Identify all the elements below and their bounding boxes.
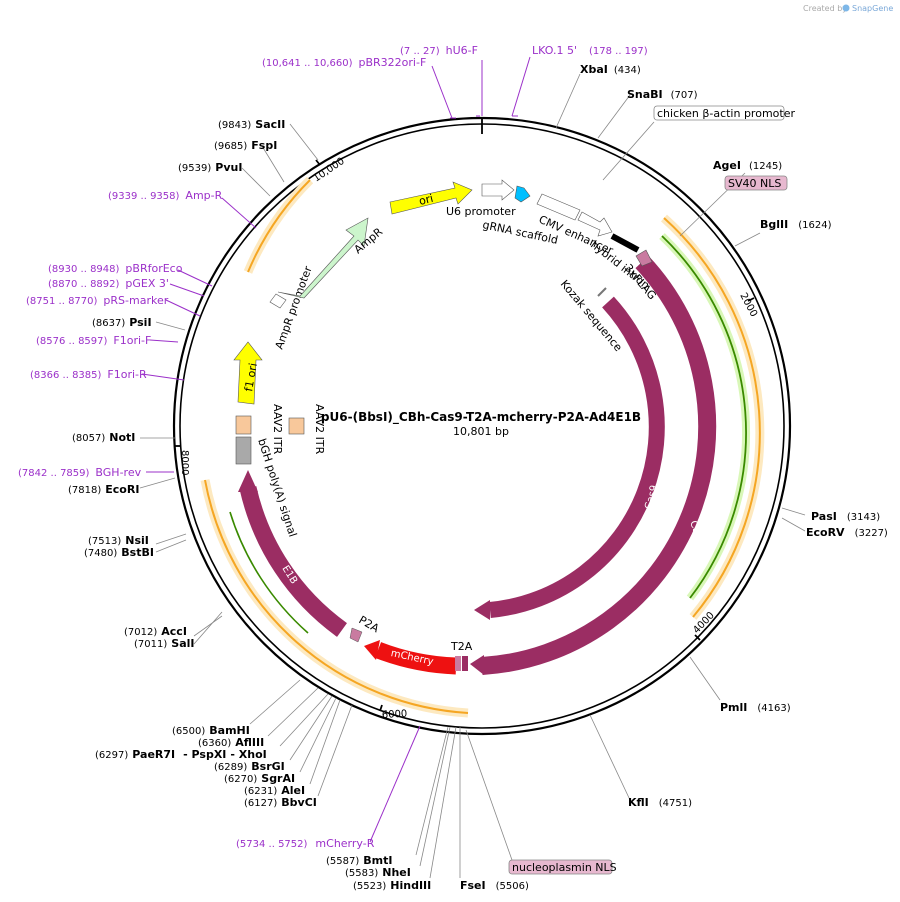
- tick-marks: [174, 118, 755, 712]
- p2a-feature: P2A: [349, 613, 382, 643]
- primer-bgh-rev: (7842 .. 7859)BGH-rev: [18, 466, 142, 479]
- site-xbai: XbaI(434): [580, 63, 641, 76]
- site-nsii: (7513)NsiI: [88, 534, 149, 547]
- primer-pgex3: (8870 .. 8892)pGEX 3': [48, 277, 169, 290]
- site-bstbi: (7480)BstBI: [84, 546, 154, 559]
- credit-text: Created by: [803, 4, 847, 13]
- mcherry-feature: mCherry: [364, 640, 457, 675]
- ori-feature: ori: [389, 181, 473, 215]
- site-nhei: (5583)NheI: [345, 866, 411, 879]
- tick-label-6000: 6000: [382, 709, 408, 721]
- boxed-text-sv40-nls: SV40 NLS: [728, 177, 781, 190]
- site-pasi: PasI(3143): [811, 510, 880, 523]
- site-bmti: (5587)BmtI: [326, 854, 392, 867]
- snapgene-brand: SnapGene: [852, 4, 893, 13]
- snapgene-logo: SnapGene: [842, 4, 893, 13]
- primer-lko1: LKO.1 5'(178 .. 197): [532, 44, 648, 57]
- primer-leaders: [141, 56, 531, 843]
- site-bbvci: (6127)BbvCI: [244, 796, 317, 809]
- site-sali: (7011)SalI: [134, 637, 194, 650]
- boxed-label-nucleoplasmin-nls: nucleoplasmin NLS: [508, 859, 617, 875]
- site-snabi: SnaBI(707): [627, 88, 698, 101]
- label-ori: ori: [418, 192, 435, 208]
- site-ecori: (7818)EcoRI: [68, 483, 139, 496]
- site-alei: (6231)AleI: [244, 784, 305, 797]
- u6-feature: U6 promoter: [446, 179, 516, 218]
- site-bsrgi: (6289)BsrGI: [214, 760, 285, 773]
- site-pmli: PmlI(4163): [720, 701, 791, 714]
- ampr-promoter-feature: AmpR promoter: [269, 264, 315, 351]
- label-f1-ori: f1 ori: [242, 362, 260, 393]
- site-bglii: BglII(1624): [760, 218, 832, 231]
- site-sacii: (9843)SacII: [218, 118, 285, 131]
- site-paer7i: (6297)PaeR7I- PspXI- XhoI: [95, 748, 267, 761]
- primer-mcherry-r: (5734 .. 5752)mCherry-R: [236, 837, 375, 850]
- boxed-label-sv40-nls: SV40 NLS: [724, 175, 788, 191]
- label-u6-promoter: U6 promoter: [446, 205, 516, 218]
- site-pvui: (9539)PvuI: [178, 161, 242, 174]
- site-psii: (8637)PsiI: [92, 316, 152, 329]
- primer-hu6-f: (7 .. 27)hU6-F: [400, 44, 478, 57]
- site-fspi: (9685)FspI: [214, 139, 277, 152]
- site-labels: XbaI(434) SnaBI(707) AgeI(1245) BglII(16…: [68, 63, 888, 892]
- primer-labels: (7 .. 27)hU6-F LKO.1 5'(178 .. 197) (10,…: [18, 44, 648, 850]
- site-noti: (8057)NotI: [72, 431, 135, 444]
- plasmid-size: 10,801 bp: [453, 425, 509, 438]
- site-aflIII: (6360)AflIII: [198, 736, 264, 749]
- site-ecorv: EcoRV(3227): [806, 526, 888, 539]
- boxed-text-chicken-actin: chicken β-actin promoter: [657, 107, 795, 120]
- site-sgrai: (6270)SgrAI: [224, 772, 295, 785]
- label-aav-itr-2: AAV2 ITR: [313, 404, 326, 455]
- t2a-feature: T2A: [450, 640, 473, 671]
- site-acci: (7012)AccI: [124, 625, 187, 638]
- label-t2a: T2A: [450, 640, 473, 653]
- primer-f1ori-r: (8366 .. 8385)F1ori-R: [30, 368, 147, 381]
- site-agei: AgeI(1245): [713, 159, 782, 172]
- primer-pbrforeco: (8930 .. 8948)pBRforEco: [48, 262, 183, 275]
- aav-itr-left: AAV2 ITR: [235, 404, 284, 455]
- site-bamhi: (6500)BamHI: [172, 724, 250, 737]
- primer-f1ori-f: (8576 .. 8597)F1ori-F: [36, 334, 151, 347]
- orf-arcs: [200, 176, 765, 718]
- tick-label-8000: 8000: [179, 450, 190, 475]
- boxed-label-chicken-actin: chicken β-actin promoter: [653, 105, 795, 121]
- primer-amp-r: (9339 .. 9358)Amp-R: [108, 189, 223, 202]
- tick-label-2000: 2000: [737, 291, 759, 319]
- site-hindiii: (5523)HindIII: [353, 879, 431, 892]
- site-kfli: KflI(4751): [628, 796, 692, 809]
- label-aav-itr-1: AAV2 ITR: [271, 404, 284, 455]
- site-fsei: FseI(5506): [460, 879, 529, 892]
- e1b-feature: E1B: [238, 470, 348, 637]
- primer-prs-marker: (8751 .. 8770)pRS-marker: [26, 294, 169, 307]
- aav-itr-right: AAV2 ITR: [288, 404, 326, 455]
- primer-pbr322ori-f: (10,641 .. 10,660)pBR322ori-F: [262, 56, 426, 69]
- f1-ori-feature: f1 ori: [233, 341, 263, 405]
- plasmid-name: pU6-(BbsI)_CBh-Cas9-T2A-mcherry-P2A-Ad4E…: [321, 410, 641, 425]
- boxed-text-nucleoplasmin-nls: nucleoplasmin NLS: [512, 861, 617, 874]
- sv40-nls-feature: [635, 249, 653, 267]
- cas9-arcs: Cas9 Cas9: [470, 255, 717, 675]
